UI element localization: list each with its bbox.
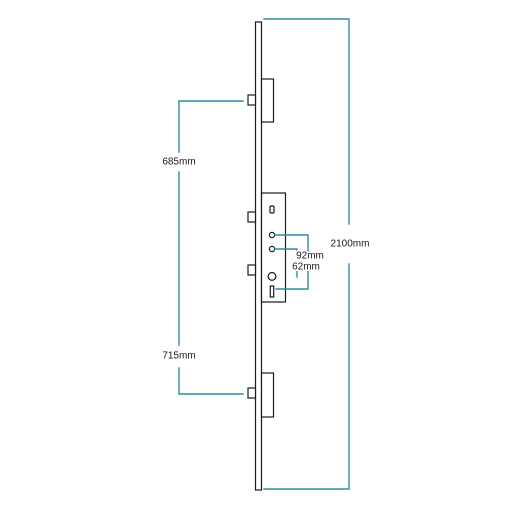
lock-to-bottom-label: 715mm: [162, 351, 195, 362]
bottom-hook-keep: [260, 372, 275, 418]
faceplate: [254, 21, 263, 491]
lock-strip: [247, 21, 287, 491]
overall-length-label: 2100mm: [331, 239, 370, 250]
upper-keyhole-dimension-line-lower: [275, 270, 309, 290]
latch-slot: [269, 205, 275, 214]
top-hook-keep: [260, 78, 275, 123]
upper-keyhole-dimension-line: [274, 234, 309, 254]
top-to-lock-dimension-line: [178, 100, 244, 153]
lower-roller-stub: [247, 264, 257, 276]
top-hook-stub: [247, 94, 257, 106]
upper-spindle-hole: [268, 231, 276, 239]
overall-length-dimension-line-lower: [263, 263, 350, 490]
dimension-labels: 685mm 715mm 2100mm 92mm 62mm: [161, 155, 371, 363]
upper-keyhole-label: 92mm: [296, 251, 324, 262]
top-to-lock-label: 685mm: [162, 157, 195, 168]
euro-profile-cylinder-icon: [267, 272, 277, 281]
bottom-hook-stub: [247, 387, 257, 399]
cylinder-cam-slot: [269, 285, 275, 298]
lower-keyhole-dimension-line: [274, 248, 298, 254]
upper-roller-stub: [247, 211, 257, 223]
dimension-lines: [178, 18, 350, 490]
lower-spindle-hole: [268, 245, 276, 253]
lock-to-bottom-dimension-line: [178, 367, 244, 395]
lower-keyhole-label: 62mm: [292, 262, 320, 273]
overall-length-dimension-line: [263, 18, 350, 225]
